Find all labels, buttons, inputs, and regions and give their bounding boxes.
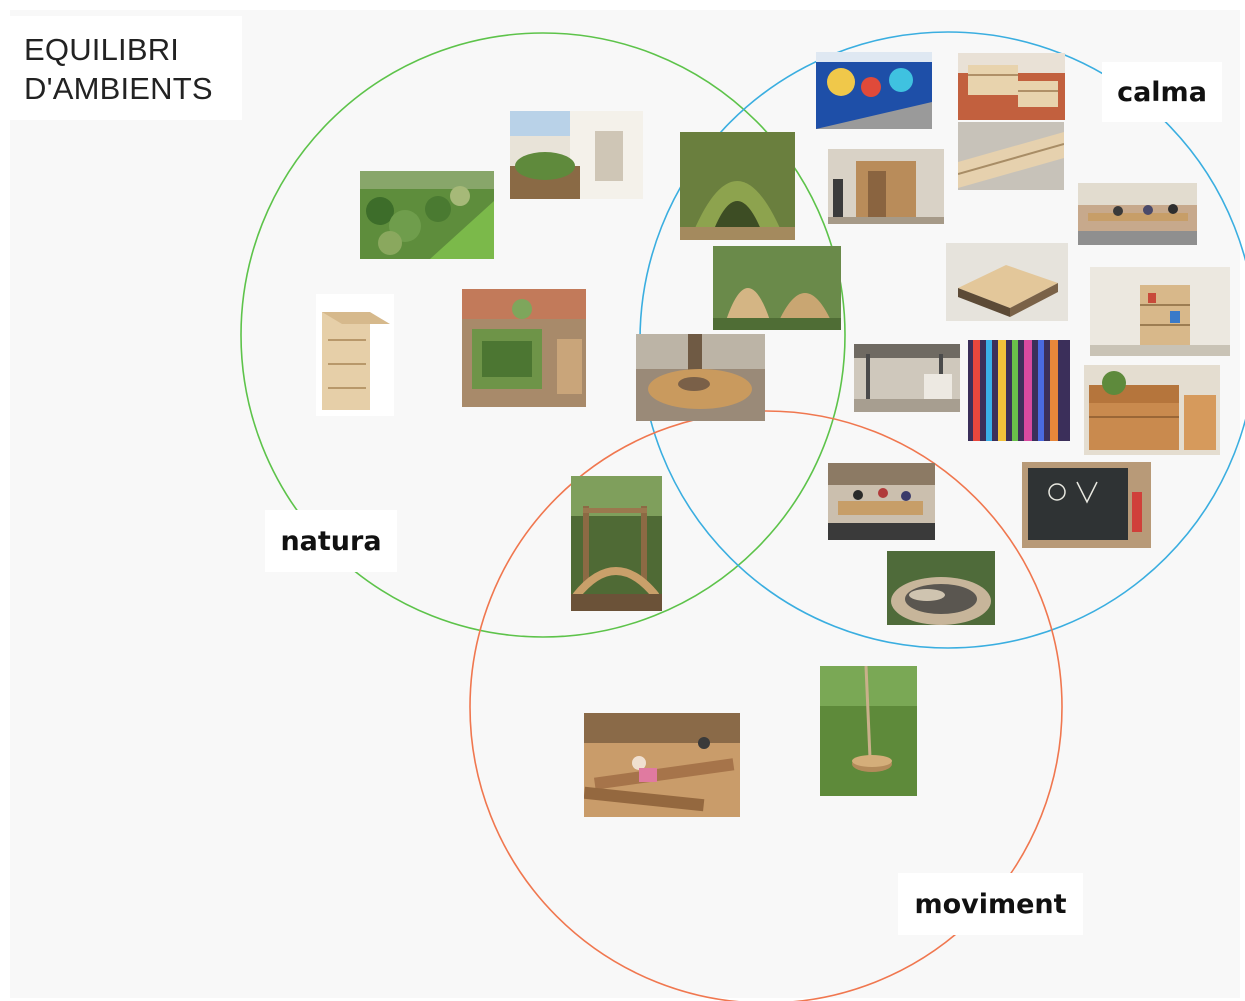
mural-photo-icon [816, 52, 932, 129]
wooden-cabin-photo-icon [828, 149, 944, 224]
courtyard-photo-icon [510, 111, 643, 199]
planter-bench-photo-icon [1084, 365, 1220, 455]
natura-label: natura [265, 510, 397, 572]
chalkboard-photo-icon [1022, 462, 1151, 548]
amphitheatre-photo-icon [887, 551, 995, 625]
pergola-photo-icon [854, 344, 960, 412]
diagram-title: EQUILIBRI D'AMBIENTS [10, 16, 242, 120]
moviment-label: moviment [898, 873, 1083, 935]
rope-swing-photo-icon [820, 666, 917, 796]
garden-photo-icon [360, 171, 494, 259]
climbing-frame-photo-icon [571, 476, 662, 611]
street-table-photo-icon [1078, 183, 1197, 245]
tree-deck-photo-icon [636, 334, 765, 421]
shelf-photo-icon [1090, 267, 1230, 356]
title-line-1: EQUILIBRI [24, 32, 180, 67]
pallet-photo-icon [958, 53, 1065, 120]
calma-label: calma [1102, 62, 1222, 122]
title-line-2: D'AMBIENTS [24, 71, 213, 106]
wooden-box-photo-icon [316, 294, 394, 416]
green-roof-photo-icon [462, 289, 586, 407]
wooden-shell-photo-icon [713, 246, 841, 330]
log-climb-photo-icon [584, 713, 740, 817]
platform-photo-icon [946, 243, 1068, 321]
playground-photo-icon [828, 463, 935, 540]
willow-dome-photo-icon [680, 132, 795, 240]
pallet-photo-icon [958, 122, 1064, 190]
ribbon-photo-icon [968, 340, 1070, 441]
